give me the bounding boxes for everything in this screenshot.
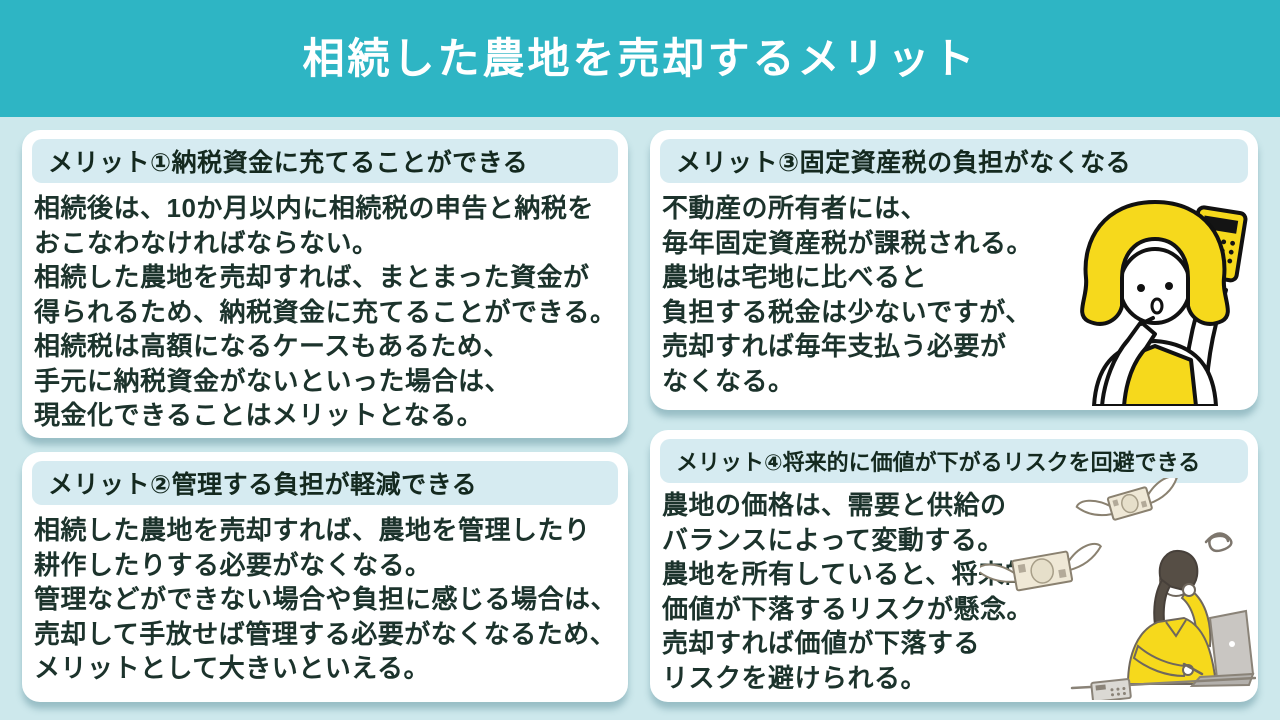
body-line: 不動産の所有者には、 xyxy=(662,193,928,223)
merit-3-body: 不動産の所有者には、 毎年固定資産税が課税される。 農地は宅地に比べると 負担す… xyxy=(650,183,1258,398)
body-line: 農地の価格は、需要と供給の xyxy=(662,490,1007,520)
merit-card-3: メリット③固定資産税の負担がなくなる 不動産の所有者には、 毎年固定資産税が課税… xyxy=(650,130,1258,410)
body-line: おこなわなければならない。 xyxy=(34,227,379,258)
merit-2-header: メリット②管理する負担が軽減できる xyxy=(32,461,618,505)
body-line: リスクを避けられる。 xyxy=(662,662,928,693)
body-line: 売却して手放せば管理する必要がなくなるため、 xyxy=(34,618,617,649)
merit-4-body: 農地の価格は、需要と供給の バランスによって変動する。 農地を所有していると、将… xyxy=(650,483,1258,695)
merit-3-header: メリット③固定資産税の負担がなくなる xyxy=(660,139,1248,183)
body-line: 相続した農地を売却すれば、農地を管理したり xyxy=(34,515,591,545)
body-line: 現金化できることはメリットとなる。 xyxy=(34,400,484,430)
body-line: 相続した農地を売却すれば、まとまった資金が xyxy=(34,262,590,292)
merit-1-header: メリット①納税資金に充てることができる xyxy=(32,139,618,183)
body-line: 相続税は高額になるケースもあるため、 xyxy=(34,331,510,361)
flying-money-person-at-laptop-illustration xyxy=(980,478,1256,700)
merit-1-body: 相続後は、10か月以内に相続税の申告と納税を おこなわなければならない。 相続し… xyxy=(22,183,628,433)
body-line: 売却すれば価値が下落する xyxy=(662,628,981,658)
title-banner: 相続した農地を売却するメリット xyxy=(0,0,1280,117)
body-line: メリットとして大きいといえる。 xyxy=(34,653,430,683)
merit-card-4: メリット④将来的に価値が下がるリスクを回避できる 農地の価格は、需要と供給の バ… xyxy=(650,430,1258,702)
body-line: 管理などができない場合や負担に感じる場合は、 xyxy=(34,584,618,614)
merit-2-body: 相続した農地を売却すれば、農地を管理したり 耕作したりする必要がなくなる。 管理… xyxy=(22,505,628,686)
body-line: バランスによって変動する。 xyxy=(662,524,1004,555)
merit-card-1: メリット①納税資金に充てることができる 相続後は、10か月以内に相続税の申告と納… xyxy=(22,130,628,438)
body-line: 毎年固定資産税が課税される。 xyxy=(662,227,1034,258)
body-line: 耕作したりする必要がなくなる。 xyxy=(34,549,432,580)
merit-card-2: メリット②管理する負担が軽減できる 相続した農地を売却すれば、農地を管理したり … xyxy=(22,452,628,702)
body-line: なくなる。 xyxy=(662,365,795,396)
merit-4-header: メリット④将来的に価値が下がるリスクを回避できる xyxy=(660,439,1248,483)
body-line: 相続後は、10か月以内に相続税の申告と納税を xyxy=(34,193,594,223)
body-line: 価値が下落するリスクが懸念。 xyxy=(662,593,1034,624)
body-line: 得られるため、納税資金に充てることができる。 xyxy=(34,296,617,327)
body-line: 手元に納税資金がないといった場合は、 xyxy=(34,365,512,396)
body-line: 負担する税金は少ないですが、 xyxy=(662,296,1032,327)
page-title: 相続した農地を売却するメリット xyxy=(302,34,978,82)
body-line: 農地は宅地に比べると xyxy=(662,262,928,292)
body-line: 売却すれば毎年支払う必要が xyxy=(662,331,1007,361)
woman-with-calculator-illustration xyxy=(1080,200,1248,406)
